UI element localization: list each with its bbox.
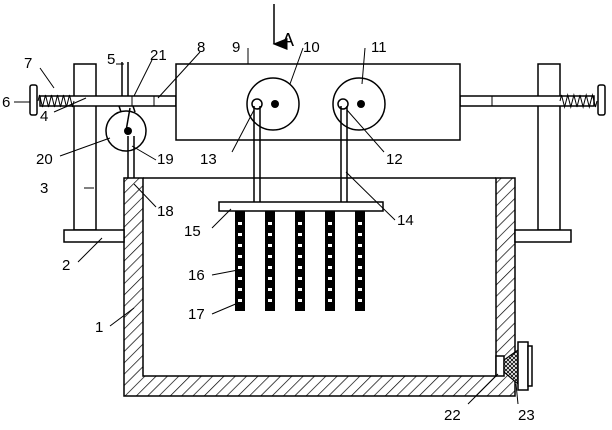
pulley-link bbox=[118, 62, 136, 178]
view-label-a: A bbox=[282, 30, 294, 50]
label-18: 18 bbox=[157, 203, 174, 220]
label-20: 20 bbox=[36, 151, 53, 168]
label-1: 1 bbox=[95, 319, 103, 336]
brush-segment bbox=[238, 266, 242, 269]
connecting-rod-left bbox=[253, 106, 261, 202]
left-guide-rod bbox=[39, 95, 177, 107]
brush-segment bbox=[358, 277, 362, 280]
brush-segment bbox=[328, 255, 332, 258]
brush-segment bbox=[328, 244, 332, 247]
label-12: 12 bbox=[386, 151, 403, 168]
brush-bar-4 bbox=[325, 211, 335, 311]
brush-segment bbox=[328, 277, 332, 280]
left-support-column bbox=[63, 63, 125, 243]
label-13: 13 bbox=[200, 151, 217, 168]
brush-bar-3 bbox=[295, 211, 305, 311]
label-2: 2 bbox=[62, 257, 70, 274]
label-10: 10 bbox=[303, 39, 320, 56]
brush-segment bbox=[268, 277, 272, 280]
brush-segment bbox=[328, 233, 332, 236]
brush-segment bbox=[268, 222, 272, 225]
brush-segment bbox=[328, 222, 332, 225]
label-16: 16 bbox=[188, 267, 205, 284]
drain-cap[interactable] bbox=[517, 341, 529, 391]
label-8: 8 bbox=[197, 39, 205, 56]
brush-segment bbox=[358, 255, 362, 258]
right-guide-rod bbox=[459, 95, 595, 107]
label-15: 15 bbox=[184, 223, 201, 240]
brush-segment bbox=[358, 233, 362, 236]
left-spring bbox=[37, 94, 75, 108]
eccentric-pin-13 bbox=[251, 98, 263, 110]
label-4: 4 bbox=[40, 108, 48, 125]
cam-wheel-11 bbox=[332, 77, 386, 131]
brush-segment bbox=[328, 266, 332, 269]
left-knob[interactable] bbox=[29, 84, 38, 116]
label-22: 22 bbox=[444, 407, 461, 424]
brush-segment bbox=[268, 299, 272, 302]
label-23: 23 bbox=[518, 407, 535, 424]
brush-segment bbox=[358, 299, 362, 302]
brush-segment bbox=[358, 288, 362, 291]
label-5: 5 bbox=[107, 51, 115, 68]
label-3: 3 bbox=[40, 180, 48, 197]
brush-segment bbox=[238, 277, 242, 280]
brush-bar-1 bbox=[235, 211, 245, 311]
brush-bar-2 bbox=[265, 211, 275, 311]
brush-segment bbox=[268, 233, 272, 236]
label-14: 14 bbox=[397, 212, 414, 229]
brush-segment bbox=[328, 288, 332, 291]
label-9: 9 bbox=[232, 39, 240, 56]
eccentric-pin-12 bbox=[337, 98, 349, 110]
brush-segment bbox=[298, 222, 302, 225]
brush-segment bbox=[268, 255, 272, 258]
main-housing bbox=[175, 63, 461, 141]
right-knob[interactable] bbox=[597, 84, 606, 116]
brush-bar-5 bbox=[355, 211, 365, 311]
brush-group bbox=[235, 211, 365, 311]
brush-segment bbox=[298, 277, 302, 280]
brush-segment bbox=[238, 233, 242, 236]
label-11: 11 bbox=[371, 39, 387, 56]
brush-segment bbox=[298, 255, 302, 258]
brush-segment bbox=[268, 244, 272, 247]
right-spring bbox=[559, 93, 598, 109]
brush-segment bbox=[238, 288, 242, 291]
cam-wheel-10 bbox=[246, 77, 300, 131]
brush-segment bbox=[268, 288, 272, 291]
label-19: 19 bbox=[157, 151, 174, 168]
brush-segment bbox=[358, 266, 362, 269]
label-7: 7 bbox=[24, 55, 32, 72]
brush-segment bbox=[298, 244, 302, 247]
brush-segment bbox=[358, 222, 362, 225]
brush-segment bbox=[238, 222, 242, 225]
brush-segment bbox=[328, 299, 332, 302]
brush-segment bbox=[268, 266, 272, 269]
label-21: 21 bbox=[150, 47, 167, 64]
tank-body bbox=[123, 177, 516, 397]
label-17: 17 bbox=[188, 306, 205, 323]
brush-segment bbox=[238, 255, 242, 258]
brush-segment bbox=[358, 244, 362, 247]
brush-segment bbox=[298, 266, 302, 269]
brush-segment bbox=[238, 244, 242, 247]
brush-plate bbox=[218, 201, 384, 212]
drain-outlet bbox=[495, 341, 533, 391]
brush-segment bbox=[298, 288, 302, 291]
right-support-column bbox=[514, 63, 572, 243]
brush-segment bbox=[298, 233, 302, 236]
label-6: 6 bbox=[2, 94, 10, 111]
connecting-rod-right bbox=[340, 106, 348, 202]
leader-lines bbox=[14, 47, 519, 405]
brush-segment bbox=[298, 299, 302, 302]
brush-segment bbox=[238, 299, 242, 302]
